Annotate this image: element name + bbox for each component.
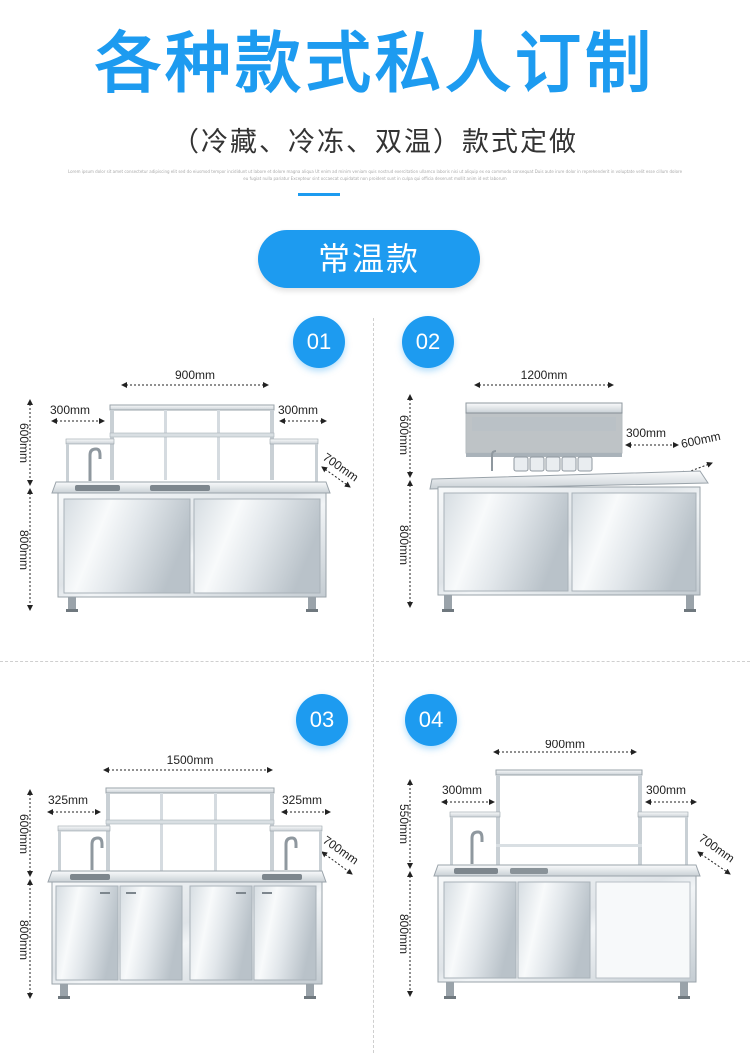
product-number-badge: 01: [293, 316, 345, 368]
product-number-badge: 02: [402, 316, 454, 368]
product-number-badge: 04: [405, 694, 457, 746]
depth-label: 700mm: [696, 831, 737, 865]
width-label: 1500mm: [167, 753, 214, 767]
horizontal-divider: [0, 661, 750, 662]
depth-label: 700mm: [320, 833, 361, 867]
base-height-label: 800mm: [397, 525, 411, 565]
page-subtitle: （冷藏、冷冻、双温）款式定做: [172, 127, 578, 158]
top-height-label: 550mm: [397, 804, 411, 844]
fine-print: Lorem ipsum dolor sit amet consectetur a…: [67, 169, 683, 181]
product-03-illustration: 1500mm 325mm 325mm 700mm 600mm 800mm: [0, 740, 370, 1015]
page-title: 各种款式私人订制: [95, 25, 655, 102]
side-label: 300mm: [626, 426, 666, 440]
product-02-illustration: 1200mm 300mm 600mm 600mm 800mm: [380, 355, 750, 630]
base-height-label: 800mm: [17, 920, 31, 960]
depth-label: 700mm: [320, 450, 361, 484]
product-04-illustration: 900mm 300mm 300mm 700mm 550mm 800mm: [380, 740, 750, 1015]
vertical-divider: [373, 318, 374, 1053]
product-number-badge: 03: [296, 694, 348, 746]
top-height-label: 600mm: [17, 814, 31, 854]
product-01-illustration: 900mm 300mm 300mm 700mm 600mm 800mm: [0, 355, 370, 630]
right-shelf-label: 300mm: [278, 403, 318, 417]
width-label: 900mm: [175, 368, 215, 382]
accent-bar: [298, 193, 340, 196]
depth-label: 600mm: [680, 429, 722, 451]
left-shelf-label: 325mm: [48, 793, 88, 807]
left-shelf-label: 300mm: [442, 783, 482, 797]
left-shelf-label: 300mm: [50, 403, 90, 417]
right-shelf-label: 300mm: [646, 783, 686, 797]
base-height-label: 800mm: [17, 530, 31, 570]
width-label: 1200mm: [521, 368, 568, 382]
width-label: 900mm: [545, 740, 585, 751]
section-pill: 常温款: [258, 230, 480, 288]
base-height-label: 800mm: [397, 914, 411, 954]
top-height-label: 600mm: [17, 423, 31, 463]
top-height-label: 600mm: [397, 415, 411, 455]
right-shelf-label: 325mm: [282, 793, 322, 807]
